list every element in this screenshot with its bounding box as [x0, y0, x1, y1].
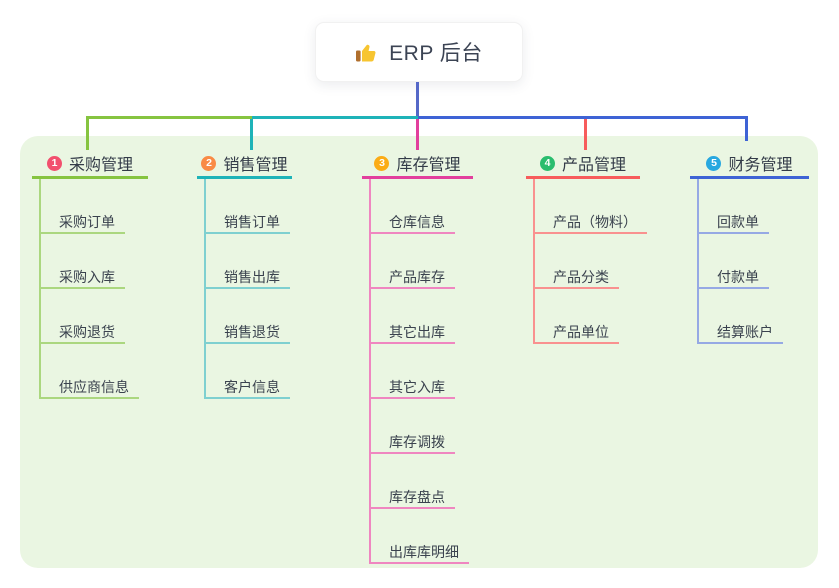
child-node[interactable]: 其它入库 — [371, 344, 455, 399]
branch-产品管理: 4 产品管理产品（物料）产品分类产品单位 — [526, 150, 647, 344]
branch-children: 销售订单销售出库销售退货客户信息 — [204, 179, 292, 399]
connector-drop-branch-2 — [250, 119, 253, 150]
child-node[interactable]: 采购入库 — [41, 234, 125, 289]
root-node[interactable]: ERP 后台 — [315, 22, 523, 82]
child-node[interactable]: 产品单位 — [535, 289, 619, 344]
branch-number-badge: 5 — [706, 155, 722, 171]
branch-number-badge: 2 — [201, 155, 217, 171]
branch-header[interactable]: 2 销售管理 — [197, 150, 292, 179]
branch-label: 销售管理 — [223, 157, 288, 174]
branch-number-badge: 4 — [539, 155, 555, 171]
child-node[interactable]: 销售退货 — [206, 289, 290, 344]
child-node[interactable]: 采购退货 — [41, 289, 125, 344]
child-node[interactable]: 库存盘点 — [371, 454, 455, 509]
branch-财务管理: 5 财务管理回款单付款单结算账户 — [690, 150, 809, 344]
connector-drop-branch-5 — [745, 119, 748, 141]
branch-number-badge: 3 — [374, 155, 390, 171]
child-node[interactable]: 产品分类 — [535, 234, 619, 289]
branch-header[interactable]: 4 产品管理 — [526, 150, 640, 179]
connector-bar-mid — [252, 116, 418, 119]
child-node[interactable]: 供应商信息 — [41, 344, 139, 399]
branch-销售管理: 2 销售管理销售订单销售出库销售退货客户信息 — [197, 150, 292, 399]
child-node[interactable]: 结算账户 — [699, 289, 783, 344]
child-node[interactable]: 付款单 — [699, 234, 769, 289]
child-node[interactable]: 出库库明细 — [371, 509, 469, 564]
branch-label: 库存管理 — [396, 157, 461, 174]
child-node[interactable]: 仓库信息 — [371, 179, 455, 234]
child-node[interactable]: 销售出库 — [206, 234, 290, 289]
child-node[interactable]: 产品（物料） — [535, 179, 647, 234]
connector-bar-left — [86, 116, 252, 119]
connector-drop-branch-1 — [86, 116, 89, 150]
root-label: ERP 后台 — [389, 42, 483, 65]
branch-children: 采购订单采购入库采购退货供应商信息 — [39, 179, 148, 399]
branch-label: 财务管理 — [728, 157, 793, 174]
connector-drop-branch-4 — [584, 119, 587, 150]
child-node[interactable]: 客户信息 — [206, 344, 290, 399]
child-node[interactable]: 其它出库 — [371, 289, 455, 344]
branch-header[interactable]: 1 采购管理 — [32, 150, 148, 179]
child-node[interactable]: 产品库存 — [371, 234, 455, 289]
branch-label: 产品管理 — [561, 157, 626, 174]
branch-children: 产品（物料）产品分类产品单位 — [533, 179, 647, 344]
child-node[interactable]: 销售订单 — [206, 179, 290, 234]
thumbs-up-icon — [355, 40, 379, 64]
connector-drop-branch-3 — [416, 119, 419, 150]
child-node[interactable]: 回款单 — [699, 179, 769, 234]
connector-root — [416, 82, 419, 119]
branch-label: 采购管理 — [68, 157, 133, 174]
branch-采购管理: 1 采购管理采购订单采购入库采购退货供应商信息 — [32, 150, 148, 399]
child-node[interactable]: 采购订单 — [41, 179, 125, 234]
branches-panel — [20, 136, 818, 568]
branch-children: 仓库信息产品库存其它出库其它入库库存调拨库存盘点出库库明细 — [369, 179, 473, 564]
branch-header[interactable]: 3 库存管理 — [362, 150, 473, 179]
child-node[interactable]: 库存调拨 — [371, 399, 455, 454]
branch-children: 回款单付款单结算账户 — [697, 179, 809, 344]
branch-库存管理: 3 库存管理仓库信息产品库存其它出库其它入库库存调拨库存盘点出库库明细 — [362, 150, 473, 564]
branch-header[interactable]: 5 财务管理 — [690, 150, 809, 179]
connector-bar-right — [418, 116, 748, 119]
branch-number-badge: 1 — [46, 155, 62, 171]
